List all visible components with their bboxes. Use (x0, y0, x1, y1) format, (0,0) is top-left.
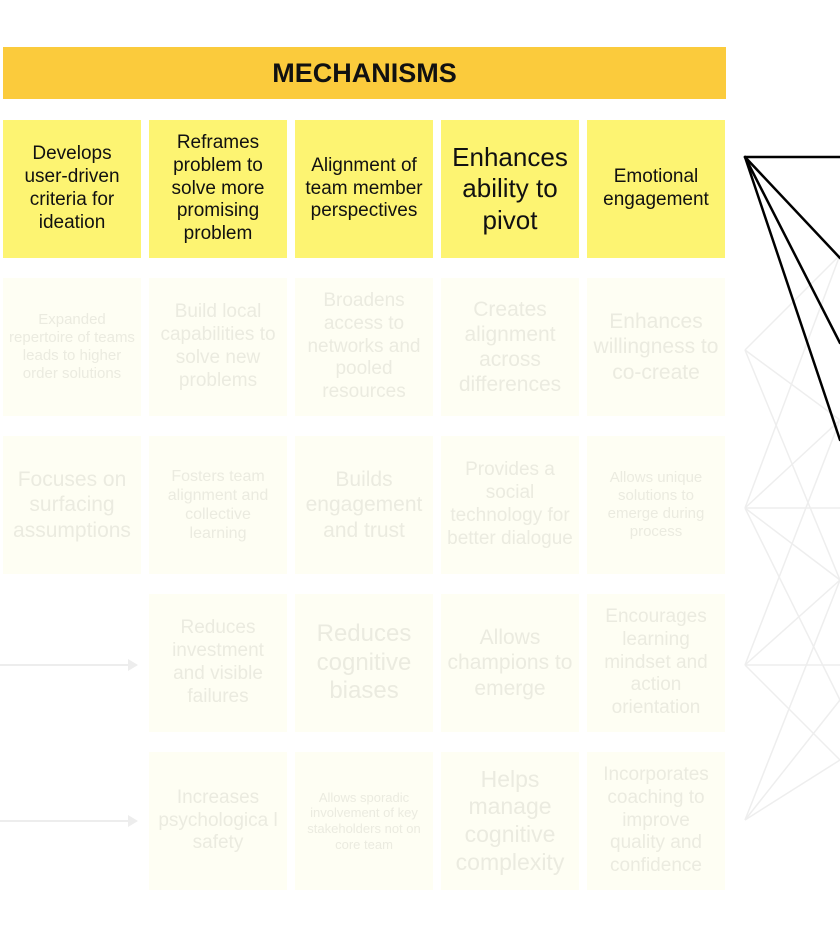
mechanism-card-ability-to-pivot: Enhances ability to pivot (441, 120, 579, 258)
faded-card: Helps manage cognitive complexity (441, 752, 579, 890)
mechanism-card-reframes-problem: Reframes problem to solve more promising… (149, 120, 287, 258)
card-text: Helps manage cognitive complexity (455, 765, 565, 875)
faded-card: Encourages learning mindset and action o… (587, 594, 725, 732)
faded-card: Provides a social technology for better … (441, 436, 579, 574)
card-text: Allows champions to emerge (447, 626, 573, 700)
card-text: Allows sporadic involvement of key stake… (307, 789, 421, 852)
faded-card: Reduces investment and visible failures (149, 594, 287, 732)
card-text: Broadens access to networks and pooled r… (307, 290, 421, 403)
faded-card: Incorporates coaching to improve quality… (587, 752, 725, 890)
card-text: Builds engagement and trust (305, 468, 423, 542)
faded-card: Increases psychologica l safety (149, 752, 287, 890)
card-text: Emotional engagement (603, 166, 709, 210)
card-text: Alignment of team member perspectives (305, 154, 423, 222)
mechanism-card-alignment-perspectives: Alignment of team member perspectives (295, 120, 433, 258)
card-text: Fosters team alignment and collective le… (167, 467, 269, 543)
card-text: Reduces investment and visible failures (172, 617, 264, 707)
faded-card: Enhances willingness to co-create (587, 278, 725, 416)
card-text: Expanded repertoire of teams leads to hi… (9, 311, 135, 382)
faded-card: Allows champions to emerge (441, 594, 579, 732)
mechanism-card-emotional-engagement: Emotional engagement (587, 120, 725, 258)
mechanism-card-develops-criteria: Develops user-driven criteria for ideati… (3, 120, 141, 258)
faded-card: Fosters team alignment and collective le… (149, 436, 287, 574)
card-text: Allows unique solutions to emerge during… (607, 469, 705, 540)
mechanisms-header: MECHANISMS (3, 47, 726, 99)
card-text: Focuses on surfacing assumptions (13, 468, 131, 542)
faded-arrow (0, 659, 138, 671)
card-text: Develops user-driven criteria for ideati… (24, 143, 120, 233)
card-text: Reframes problem to solve more promising… (171, 132, 265, 245)
faded-arrow (0, 815, 138, 827)
card-text: Enhances ability to pivot (452, 142, 568, 235)
card-text: Provides a social technology for better … (447, 459, 573, 549)
faded-card: Build local capabilities to solve new pr… (149, 278, 287, 416)
faded-card: Broadens access to networks and pooled r… (295, 278, 433, 416)
faded-card: Creates alignment across differences (441, 278, 579, 416)
faded-card: Builds engagement and trust (295, 436, 433, 574)
card-text: Increases psychologica l safety (158, 786, 278, 854)
faded-card: Reduces cognitive biases (295, 594, 433, 732)
card-text: Incorporates coaching to improve quality… (603, 764, 709, 877)
faded-card: Expanded repertoire of teams leads to hi… (3, 278, 141, 416)
card-text: Encourages learning mindset and action o… (604, 606, 708, 719)
card-text: Creates alignment across differences (458, 297, 562, 397)
faded-card: Focuses on surfacing assumptions (3, 436, 141, 574)
faded-card: Allows sporadic involvement of key stake… (295, 752, 433, 890)
faded-card: Allows unique solutions to emerge during… (587, 436, 725, 574)
card-text: Build local capabilities to solve new pr… (160, 301, 276, 391)
card-text: Enhances willingness to co-create (593, 310, 719, 384)
card-text: Reduces cognitive biases (316, 619, 412, 705)
header-title: MECHANISMS (272, 57, 457, 88)
